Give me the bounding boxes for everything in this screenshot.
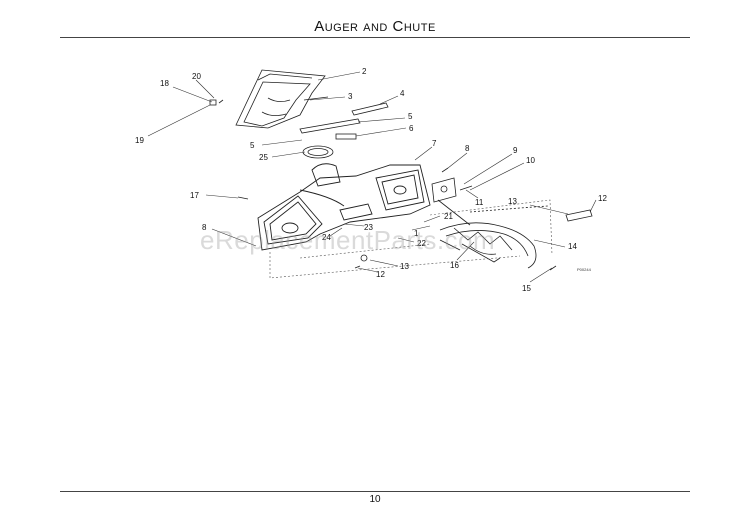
callout-8-left: 8 <box>202 223 207 232</box>
callout-19: 19 <box>135 136 144 145</box>
callout-13-lower: 13 <box>400 262 409 271</box>
lower-hardware <box>237 196 557 271</box>
base-outline <box>269 199 553 279</box>
page-title: Auger and Chute <box>314 18 436 35</box>
callout-24: 24 <box>322 233 331 242</box>
callout-23: 23 <box>364 223 373 232</box>
chute-deflector <box>235 69 326 129</box>
callout-25: 25 <box>259 153 268 162</box>
callout-1: 1 <box>414 229 419 238</box>
callout-4: 4 <box>400 89 405 98</box>
callout-17: 17 <box>190 191 199 200</box>
callout-12: 12 <box>598 194 607 203</box>
callout-5: 5 <box>408 112 413 121</box>
callout-6: 6 <box>409 124 414 133</box>
callout-16: 16 <box>450 261 459 270</box>
chute-hardware <box>209 96 389 159</box>
callout-12-lower: 12 <box>376 270 385 279</box>
callout-11: 11 <box>475 198 484 207</box>
callout-20: 20 <box>192 72 201 81</box>
callout-15: 15 <box>522 284 531 293</box>
callout-labels: 2 3 4 5 6 7 8 9 10 11 12 12 13 13 14 15 … <box>135 67 607 293</box>
footer-rule <box>60 491 690 492</box>
callout-3: 3 <box>348 92 353 101</box>
callout-21: 21 <box>444 212 453 221</box>
leader-lines <box>147 71 597 283</box>
callout-18: 18 <box>160 79 169 88</box>
callout-10: 10 <box>526 156 535 165</box>
figure-code: P00244 <box>577 267 592 272</box>
callout-14: 14 <box>568 242 577 251</box>
callout-8: 8 <box>465 144 470 153</box>
callout-13: 13 <box>508 197 517 206</box>
header-rule <box>60 37 690 38</box>
callout-22: 22 <box>417 239 426 248</box>
page-number: 10 <box>369 494 381 505</box>
auger-assembly <box>439 222 537 269</box>
callout-9: 9 <box>513 146 518 155</box>
auger-housing <box>257 163 431 251</box>
callout-5-left: 5 <box>250 141 255 150</box>
callout-7: 7 <box>432 139 437 148</box>
right-side-parts <box>431 167 593 226</box>
callout-2: 2 <box>362 67 367 76</box>
